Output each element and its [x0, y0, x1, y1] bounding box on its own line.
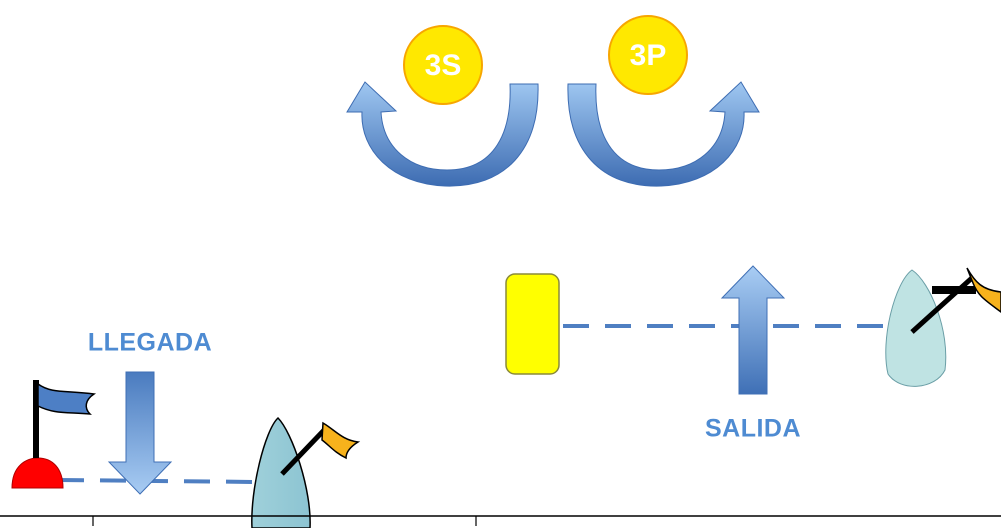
committee-boat: [505, 273, 560, 375]
start-pin-crossbar: [932, 286, 976, 294]
mark-3p-label: 3P: [630, 39, 667, 72]
curved-arrow-right-icon: [567, 81, 760, 187]
orange-flag-icon: [321, 421, 361, 460]
finish-pin-buoy: [11, 457, 64, 489]
curved-arrow-left-icon: [346, 81, 539, 187]
orange-flag-icon: [966, 267, 1001, 313]
baseline: [0, 515, 1001, 526]
mark-3p: 3P: [608, 15, 688, 95]
finish-label: LLEGADA: [88, 329, 212, 357]
left-turn-arrow: [346, 81, 539, 187]
arrow-down-icon: [107, 371, 173, 495]
blue-flag-icon: [37, 382, 97, 415]
finish-cone-flagpole: [280, 424, 330, 476]
start-label: SALIDA: [705, 415, 801, 443]
mark-3s-label: 3S: [425, 49, 462, 82]
mark-3p-circle: [608, 15, 688, 95]
mark-3s-circle: [403, 25, 483, 105]
arrow-up-icon: [720, 265, 786, 395]
finish-line-dashed: [57, 478, 259, 484]
finish-line-area: LLEGADA: [11, 329, 361, 528]
finish-cone-buoy: [251, 416, 311, 528]
right-turn-arrow: [567, 81, 760, 187]
mark-3s: 3S: [403, 25, 483, 105]
start-line-area: SALIDA: [505, 265, 1001, 443]
